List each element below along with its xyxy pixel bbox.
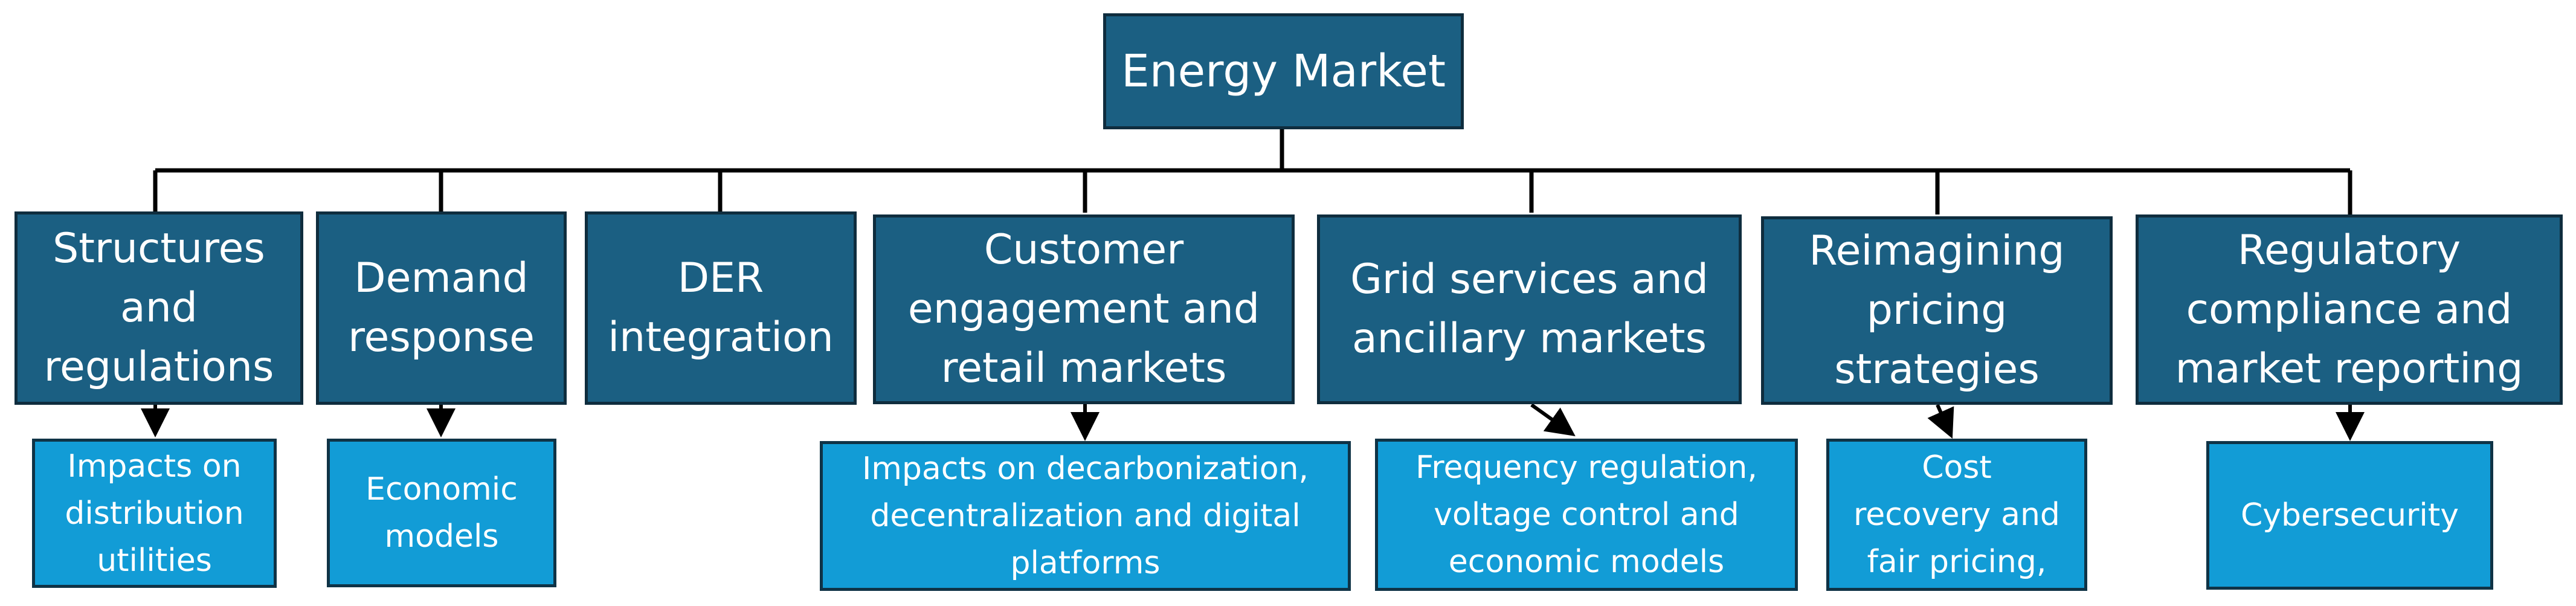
subtopic-cybersecurity: Cybersecurity bbox=[2206, 441, 2493, 590]
category-label: Customer engagement and retail markets bbox=[907, 226, 1260, 392]
subtopic-frequency-regulation: Frequency regulation, voltage control an… bbox=[1375, 439, 1798, 591]
subtopic-label: Impacts on distribution utilities bbox=[65, 448, 244, 579]
category-label: DER integration bbox=[608, 254, 834, 361]
arrow-grid bbox=[1530, 403, 1576, 436]
category-label: Grid services and ancillary markets bbox=[1350, 256, 1708, 363]
subtopic-label: Economic models bbox=[365, 471, 518, 555]
category-label: Reimagining pricing strategies bbox=[1809, 227, 2065, 393]
arrow-pricing bbox=[1927, 404, 1954, 439]
category-structures-and-regulations: Structures and regulations bbox=[14, 211, 303, 405]
root-label: Energy Market bbox=[1121, 45, 1446, 97]
subtopic-impacts-distribution: Impacts on distribution utilities bbox=[32, 439, 277, 588]
subtopic-economic-models: Economic models bbox=[327, 439, 556, 587]
category-reimagining-pricing: Reimagining pricing strategies bbox=[1761, 216, 2113, 405]
subtopic-label: Cybersecurity bbox=[2240, 497, 2459, 533]
category-demand-response: Demand response bbox=[316, 211, 567, 405]
subtopic-label: Impacts on decarbonization, decentraliza… bbox=[861, 451, 1309, 581]
category-label: Demand response bbox=[348, 254, 535, 361]
category-regulatory-compliance: Regulatory compliance and market reporti… bbox=[2136, 214, 2563, 405]
category-grid-services: Grid services and ancillary markets bbox=[1317, 214, 1742, 404]
category-der-integration: DER integration bbox=[585, 211, 857, 405]
subtopic-impacts-decarbonization: Impacts on decarbonization, decentraliza… bbox=[820, 441, 1351, 591]
root-node: Energy Market bbox=[1103, 13, 1464, 129]
category-label: Structures and regulations bbox=[43, 225, 274, 391]
subtopic-cost-recovery: Cost recovery and fair pricing, bbox=[1826, 439, 2087, 591]
subtopic-label: Frequency regulation, voltage control an… bbox=[1415, 450, 1757, 580]
subtopic-label: Cost recovery and fair pricing, bbox=[1853, 450, 2060, 580]
category-customer-engagement: Customer engagement and retail markets bbox=[873, 214, 1295, 404]
category-label: Regulatory compliance and market reporti… bbox=[2175, 226, 2523, 393]
